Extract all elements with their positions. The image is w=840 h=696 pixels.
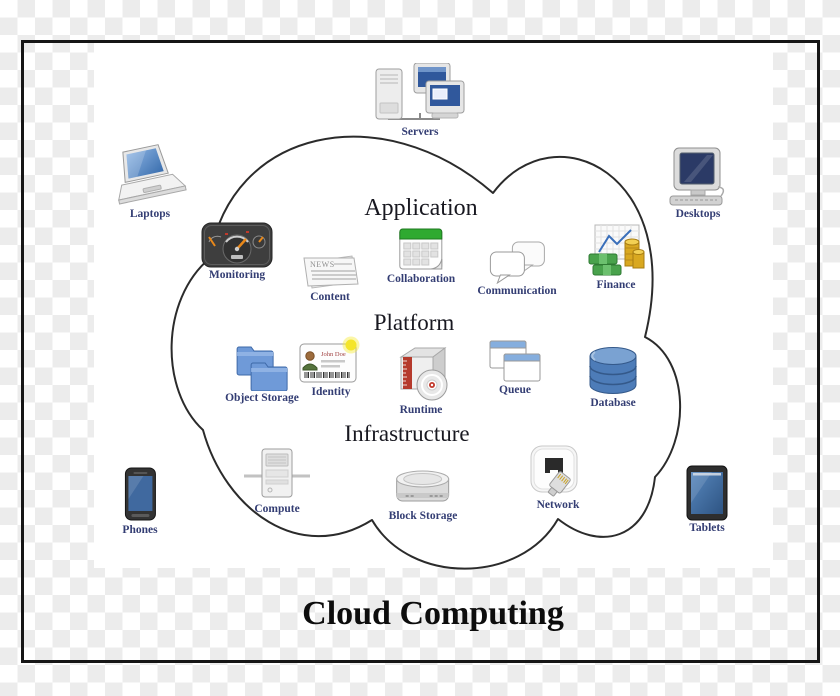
network-label: Network — [536, 499, 580, 511]
queue-icon — [489, 340, 541, 382]
communication-label: Communication — [477, 285, 557, 297]
application-heading: Application — [364, 195, 478, 221]
device-servers: Servers — [374, 63, 466, 139]
collaboration-label: Collaboration — [386, 273, 456, 285]
laptops-icon — [118, 144, 187, 205]
identity-icon: John Doe — [299, 336, 360, 383]
item-monitoring: Monitoring — [201, 222, 273, 282]
phones-label: Phones — [122, 524, 158, 536]
database-label: Database — [590, 397, 636, 409]
servers-label: Servers — [401, 126, 439, 138]
laptops-label: Laptops — [129, 208, 171, 220]
item-object-storage: Object Storage — [225, 343, 299, 405]
block-storage-icon — [396, 470, 450, 502]
item-finance: Finance — [587, 224, 645, 292]
collaboration-icon — [399, 228, 443, 270]
tablets-label: Tablets — [689, 522, 725, 534]
runtime-label: Runtime — [399, 404, 443, 416]
network-icon — [530, 445, 578, 497]
item-network: Network — [529, 444, 587, 512]
content-news-text: NEWS — [310, 260, 335, 269]
item-queue: Queue — [488, 339, 542, 397]
monitoring-label: Monitoring — [208, 269, 266, 281]
item-communication: Communication — [477, 240, 557, 298]
desktops-icon — [669, 147, 725, 206]
device-phones: Phones — [122, 467, 158, 537]
communication-icon — [489, 241, 545, 284]
runtime-icon — [399, 347, 448, 401]
item-database: Database — [587, 346, 639, 410]
platform-heading: Platform — [373, 310, 455, 335]
item-block-storage: Block Storage — [388, 467, 458, 523]
object-storage-icon — [236, 346, 288, 391]
diagram-title: Cloud Computing — [302, 595, 564, 632]
content-label: Content — [310, 291, 350, 303]
finance-label: Finance — [596, 279, 636, 291]
device-laptops: Laptops — [107, 141, 193, 221]
item-collaboration: Collaboration — [387, 226, 455, 286]
identity-label: Identity — [311, 386, 351, 398]
item-identity: John Doe Identity — [299, 335, 363, 399]
object-storage-label: Object Storage — [225, 392, 299, 404]
finance-icon — [588, 224, 645, 276]
item-compute: Compute — [244, 446, 310, 516]
infrastructure-heading: Infrastructure — [344, 421, 470, 446]
database-icon — [589, 347, 637, 394]
identity-name-text: John Doe — [321, 351, 346, 358]
compute-icon — [244, 448, 310, 498]
servers-icon — [375, 63, 465, 120]
device-tablets: Tablets — [686, 465, 728, 535]
desktops-label: Desktops — [675, 208, 721, 220]
phones-icon — [124, 467, 156, 521]
device-desktops: Desktops — [669, 147, 727, 221]
compute-label: Compute — [254, 503, 300, 515]
item-content: NEWS Content — [300, 250, 360, 304]
tablets-icon — [686, 465, 728, 521]
monitoring-icon — [201, 222, 273, 268]
block-storage-label: Block Storage — [388, 510, 458, 522]
item-runtime: Runtime — [391, 345, 451, 417]
queue-label: Queue — [499, 384, 531, 396]
content-icon: NEWS — [303, 255, 359, 289]
